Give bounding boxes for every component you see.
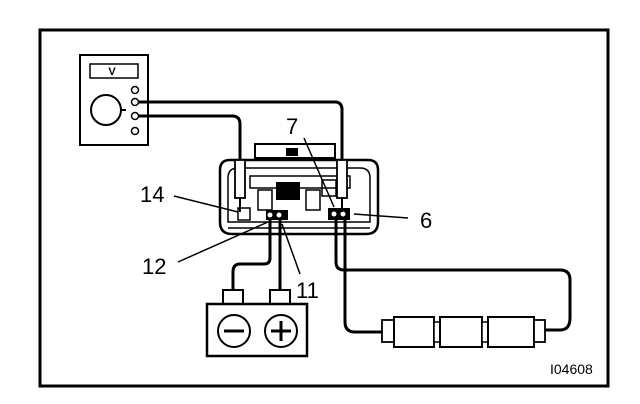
pin-label-7: 7 xyxy=(286,114,298,139)
load-lead xyxy=(334,220,572,332)
meter-terminal xyxy=(130,97,140,107)
pin-label-6: 6 xyxy=(420,208,432,233)
reference-code: I04608 xyxy=(550,361,593,377)
pin-label-11: 11 xyxy=(296,278,319,303)
callout-line-12 xyxy=(177,221,269,263)
pin-label-14: 14 xyxy=(140,182,164,207)
meter-terminal xyxy=(130,85,140,95)
meter-terminal xyxy=(130,111,140,121)
meter-dial xyxy=(90,94,122,126)
load-chain xyxy=(381,316,546,348)
callout-line-14 xyxy=(173,195,239,213)
diagram-frame xyxy=(38,28,610,388)
callout-line-7 xyxy=(303,137,335,208)
meter-terminal xyxy=(130,126,140,136)
test-probe-left xyxy=(234,159,246,212)
battery xyxy=(205,289,309,358)
pin-label-12: 12 xyxy=(142,254,166,279)
meter-lead-left xyxy=(139,114,242,160)
callout-line-11 xyxy=(281,223,301,275)
test-probe-right xyxy=(336,159,348,212)
callout-line-6 xyxy=(353,213,409,219)
voltmeter: V xyxy=(79,54,149,146)
load-lead-return xyxy=(343,220,382,334)
meter-display-label: V xyxy=(108,66,116,78)
meter-lead-right xyxy=(139,100,344,160)
battery-lead-negative xyxy=(231,220,272,290)
